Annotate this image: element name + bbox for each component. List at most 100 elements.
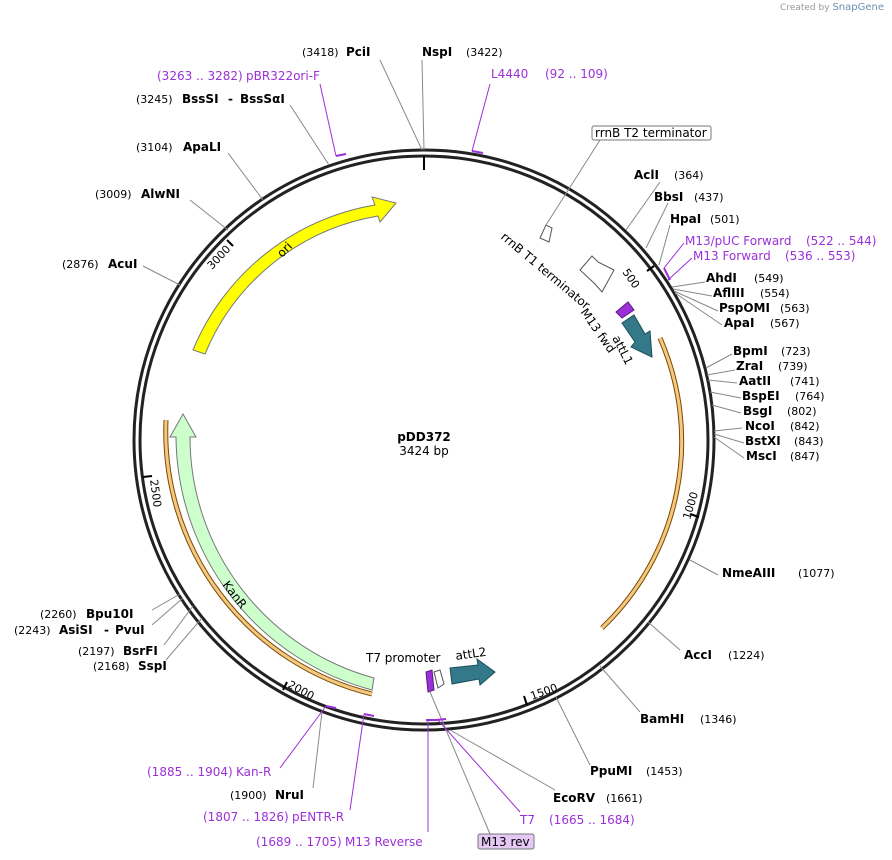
enzyme-name-bspei[interactable]: BspEI xyxy=(742,389,780,403)
enzyme-pos-bsssi: (3245) xyxy=(136,93,173,106)
leader-bsrfi xyxy=(163,605,194,646)
leader-apai xyxy=(674,292,723,326)
enzyme-name-msci[interactable]: MscI xyxy=(746,449,777,463)
enzyme-pos-ppumi: (1453) xyxy=(646,765,683,778)
ori-feature-arrow[interactable] xyxy=(192,196,397,355)
enzyme-name-afliii[interactable]: AflIII xyxy=(713,286,745,300)
primer-name-m13-reverse[interactable]: M13 Reverse xyxy=(345,835,423,849)
enzyme-name-acci[interactable]: AccI xyxy=(684,648,712,662)
leader-ecorv xyxy=(449,729,556,791)
enzyme-name-zrai[interactable]: ZraI xyxy=(736,359,763,373)
enzyme-pos-alwni: (3009) xyxy=(95,188,132,201)
attl-orf-arc xyxy=(600,337,684,630)
enzyme-pos-nspi: (3422) xyxy=(466,46,503,59)
leader-acui xyxy=(142,265,181,286)
m13-rev-feature-arrow[interactable] xyxy=(425,669,435,693)
tick-500 xyxy=(646,265,655,272)
primer-name-l4440[interactable]: L4440 xyxy=(491,67,528,81)
enzyme-name-pvui[interactable]: PvuI xyxy=(115,623,145,637)
rrnb-t2-feature-arrow[interactable] xyxy=(539,224,553,243)
m13-rev-leader xyxy=(429,691,491,835)
enzyme-name-acli[interactable]: AclI xyxy=(634,168,659,182)
primer-name-kan-r[interactable]: Kan-R xyxy=(236,765,271,779)
enzyme-name-hpai[interactable]: HpaI xyxy=(670,212,701,226)
attl2-label: attL2 xyxy=(454,645,487,663)
enzyme-pos-bsrfi: (2197) xyxy=(78,645,115,658)
enzyme-name-ecorv[interactable]: EcoRV xyxy=(553,791,596,805)
m13-fwd-label: M13 fwd xyxy=(578,306,619,356)
leader-bsgi xyxy=(711,404,742,414)
primer-range-m13-puc-forward: (522 .. 544) xyxy=(806,234,876,248)
primer-leader-pbr322ori-f xyxy=(319,83,337,157)
attl2-feature-arrow[interactable] xyxy=(449,657,496,686)
enzyme-name-apali[interactable]: ApaLI xyxy=(183,140,221,154)
enzyme-name-bpu10i[interactable]: Bpu10I xyxy=(86,607,133,621)
kanr-feature-arrow[interactable] xyxy=(169,412,375,691)
enzyme-name-nspi[interactable]: NspI xyxy=(422,45,452,59)
enzyme-sep-bsssi: - xyxy=(228,92,233,106)
primer-name-pentr-r[interactable]: pENTR-R xyxy=(292,810,344,824)
enzyme-name-bbsi[interactable]: BbsI xyxy=(654,190,683,204)
leader-aflii xyxy=(672,288,713,297)
leader-ncoi xyxy=(713,427,743,432)
primer-mark-pbr322ori-f xyxy=(335,153,347,157)
enzyme-pos-aatii: (741) xyxy=(790,375,820,388)
leader-bbsi xyxy=(645,202,669,249)
enzyme-name-bsgi[interactable]: BsgI xyxy=(743,404,772,418)
enzyme-name-bpmi[interactable]: BpmI xyxy=(733,344,768,358)
leader-bpu10i xyxy=(151,593,181,611)
enzyme-pos-ahdi: (549) xyxy=(754,272,784,285)
leader-alwni xyxy=(189,199,229,231)
leader-pspomi xyxy=(673,290,719,312)
primer-name-m13-forward[interactable]: M13 Forward xyxy=(693,249,771,263)
t7-promoter-feature-arrow[interactable] xyxy=(433,669,445,689)
enzyme-name-nrui[interactable]: NruI xyxy=(275,788,304,802)
enzyme-name-sspi[interactable]: SspI xyxy=(138,659,167,673)
enzyme-name-nmeaiii[interactable]: NmeAIII xyxy=(722,566,775,580)
primer-name-pbr322ori-f[interactable]: pBR322ori-F xyxy=(246,69,320,83)
enzyme-pos-nrui: (1900) xyxy=(230,789,267,802)
primer-range-t7: (1665 .. 1684) xyxy=(549,813,635,827)
primer-name-m13-puc-forward[interactable]: M13/pUC Forward xyxy=(685,234,792,248)
enzyme-name-bssaai[interactable]: BssSαI xyxy=(240,92,285,106)
tick-1000 xyxy=(689,513,700,518)
rrnb-t2-label: rrnB T2 terminator xyxy=(595,126,707,140)
enzyme-name-apai[interactable]: ApaI xyxy=(724,316,754,330)
enzyme-pos-acci: (1224) xyxy=(728,649,765,662)
enzyme-name-pspomi[interactable]: PspOMI xyxy=(719,301,770,315)
enzyme-name-bstxi[interactable]: BstXI xyxy=(745,434,781,448)
attl1-feature-arrow[interactable] xyxy=(621,314,653,358)
tick-3000 xyxy=(226,239,234,247)
m13-rev-label: M13 rev xyxy=(481,835,530,849)
enzyme-name-bsrfi[interactable]: BsrFI xyxy=(123,644,158,658)
enzyme-pos-sspi: (2168) xyxy=(93,660,130,673)
primer-range-pbr322ori-f: (3263 .. 3282) xyxy=(157,69,243,83)
primer-range-l4440: (92 .. 109) xyxy=(545,67,608,81)
enzyme-pos-nmeaiii: (1077) xyxy=(798,567,835,580)
enzyme-name-aatii[interactable]: AatII xyxy=(739,374,771,388)
enzyme-name-ncoi[interactable]: NcoI xyxy=(745,419,775,433)
rrnb-t1-feature-arrow[interactable] xyxy=(579,255,615,293)
leader-hpai xyxy=(658,224,671,266)
leader-aatii xyxy=(707,379,738,384)
primer-range-m13-forward: (536 .. 553) xyxy=(785,249,855,263)
leader-apali xyxy=(227,152,264,201)
enzyme-name-alwni[interactable]: AlwNI xyxy=(141,187,180,201)
enzyme-sep-asisi: - xyxy=(104,623,109,637)
enzyme-pos-afliii: (554) xyxy=(760,287,790,300)
enzyme-name-bsssi[interactable]: BssSI xyxy=(182,92,219,106)
m13-fwd-feature-arrow[interactable] xyxy=(615,301,635,319)
primer-name-t7[interactable]: T7 xyxy=(519,813,535,827)
leader-nspi xyxy=(421,59,425,151)
enzyme-name-asisi[interactable]: AsiSI xyxy=(59,623,93,637)
rrnb-t2-label-box xyxy=(591,125,712,141)
enzyme-pos-pspomi: (563) xyxy=(780,302,810,315)
enzyme-name-pcii[interactable]: PciI xyxy=(346,45,371,59)
leader-bpmi xyxy=(705,353,733,369)
enzyme-name-ppumi[interactable]: PpuMI xyxy=(590,764,632,778)
enzyme-name-ahdi[interactable]: AhdI xyxy=(706,271,737,285)
enzyme-pos-apali: (3104) xyxy=(136,141,173,154)
enzyme-name-acui[interactable]: AcuI xyxy=(108,257,137,271)
enzyme-name-bamhi[interactable]: BamHI xyxy=(640,712,684,726)
leader-acli xyxy=(625,181,661,231)
